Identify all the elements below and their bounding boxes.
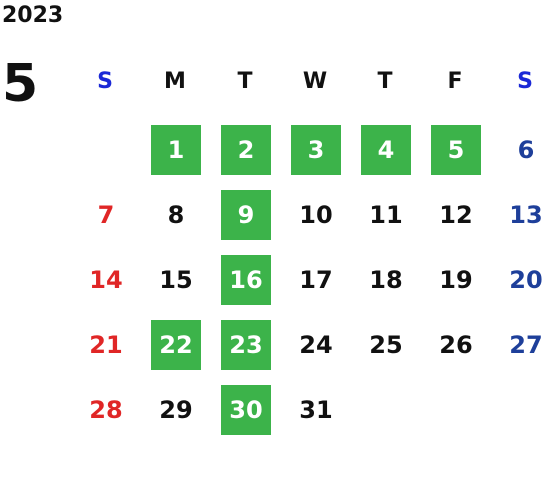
calendar-day[interactable]: 27 bbox=[509, 331, 543, 359]
calendar-cell: 2 bbox=[210, 125, 280, 190]
calendar-day bbox=[501, 385, 548, 435]
calendar-grid: 1 2 3 4 5 6 7 8 9 10 11 12 13 14 15 16 1… bbox=[70, 125, 548, 450]
calendar-cell: 23 bbox=[210, 320, 280, 385]
calendar-cell bbox=[350, 385, 420, 450]
calendar-day[interactable]: 1 bbox=[151, 125, 201, 175]
calendar-cell: 28 bbox=[70, 385, 140, 450]
calendar-cell: 8 bbox=[140, 190, 210, 255]
weekday-wednesday: W bbox=[302, 68, 328, 94]
calendar-cell: 13 bbox=[490, 190, 548, 255]
calendar-day bbox=[361, 385, 411, 435]
calendar-day[interactable]: 4 bbox=[361, 125, 411, 175]
calendar-day[interactable]: 23 bbox=[221, 320, 271, 370]
calendar-day[interactable]: 19 bbox=[439, 266, 473, 294]
calendar-cell bbox=[70, 125, 140, 190]
calendar-cell: 3 bbox=[280, 125, 350, 190]
calendar-cell: 16 bbox=[210, 255, 280, 320]
calendar-cell bbox=[490, 385, 548, 450]
calendar-day[interactable]: 3 bbox=[291, 125, 341, 175]
calendar-cell: 15 bbox=[140, 255, 210, 320]
calendar-day[interactable]: 20 bbox=[509, 266, 543, 294]
calendar-cell: 27 bbox=[490, 320, 548, 385]
calendar-cell bbox=[420, 385, 490, 450]
calendar-cell: 30 bbox=[210, 385, 280, 450]
weekday-tuesday: T bbox=[237, 68, 253, 94]
calendar-cell: 14 bbox=[70, 255, 140, 320]
calendar-cell: 29 bbox=[140, 385, 210, 450]
calendar-cell: 4 bbox=[350, 125, 420, 190]
calendar-day[interactable]: 30 bbox=[221, 385, 271, 435]
weekday-friday: F bbox=[447, 68, 463, 94]
calendar-cell: 25 bbox=[350, 320, 420, 385]
calendar-cell: 1 bbox=[140, 125, 210, 190]
calendar-day[interactable]: 24 bbox=[299, 331, 333, 359]
calendar-cell: 5 bbox=[420, 125, 490, 190]
calendar-day bbox=[431, 385, 481, 435]
calendar-day[interactable]: 2 bbox=[221, 125, 271, 175]
calendar-day[interactable]: 17 bbox=[299, 266, 333, 294]
month-label: 5 bbox=[2, 54, 39, 114]
calendar-day bbox=[81, 125, 131, 175]
calendar-cell: 19 bbox=[420, 255, 490, 320]
weekday-header: S M T W T F S bbox=[70, 63, 548, 99]
calendar-cell: 11 bbox=[350, 190, 420, 255]
calendar-cell: 20 bbox=[490, 255, 548, 320]
weekday-saturday: S bbox=[517, 68, 533, 94]
calendar-day[interactable]: 11 bbox=[369, 201, 403, 229]
calendar-day[interactable]: 22 bbox=[151, 320, 201, 370]
calendar-cell: 24 bbox=[280, 320, 350, 385]
calendar-day[interactable]: 21 bbox=[89, 331, 123, 359]
weekday-sunday: S bbox=[97, 68, 113, 94]
weekday-monday: M bbox=[164, 68, 186, 94]
calendar-day[interactable]: 25 bbox=[369, 331, 403, 359]
calendar-day[interactable]: 12 bbox=[439, 201, 473, 229]
calendar-day[interactable]: 9 bbox=[221, 190, 271, 240]
calendar-day[interactable]: 18 bbox=[369, 266, 403, 294]
calendar-cell: 9 bbox=[210, 190, 280, 255]
calendar-day[interactable]: 16 bbox=[221, 255, 271, 305]
calendar-day[interactable]: 15 bbox=[159, 266, 193, 294]
calendar-day[interactable]: 10 bbox=[299, 201, 333, 229]
calendar-day[interactable]: 7 bbox=[97, 201, 115, 229]
calendar-cell: 12 bbox=[420, 190, 490, 255]
calendar-day[interactable]: 13 bbox=[509, 201, 543, 229]
calendar-day[interactable]: 29 bbox=[159, 396, 193, 424]
calendar-cell: 21 bbox=[70, 320, 140, 385]
calendar-cell: 7 bbox=[70, 190, 140, 255]
calendar-day[interactable]: 26 bbox=[439, 331, 473, 359]
calendar-cell: 17 bbox=[280, 255, 350, 320]
calendar-day[interactable]: 14 bbox=[89, 266, 123, 294]
calendar-cell: 18 bbox=[350, 255, 420, 320]
year-label: 2023 bbox=[2, 3, 64, 28]
calendar-day[interactable]: 28 bbox=[89, 396, 123, 424]
calendar-day[interactable]: 31 bbox=[299, 396, 333, 424]
calendar-day[interactable]: 5 bbox=[431, 125, 481, 175]
calendar-day[interactable]: 6 bbox=[517, 136, 535, 164]
calendar-day[interactable]: 8 bbox=[167, 201, 185, 229]
calendar-cell: 10 bbox=[280, 190, 350, 255]
weekday-thursday: T bbox=[377, 68, 393, 94]
calendar-cell: 22 bbox=[140, 320, 210, 385]
calendar-cell: 26 bbox=[420, 320, 490, 385]
calendar-cell: 31 bbox=[280, 385, 350, 450]
calendar-cell: 6 bbox=[490, 125, 548, 190]
